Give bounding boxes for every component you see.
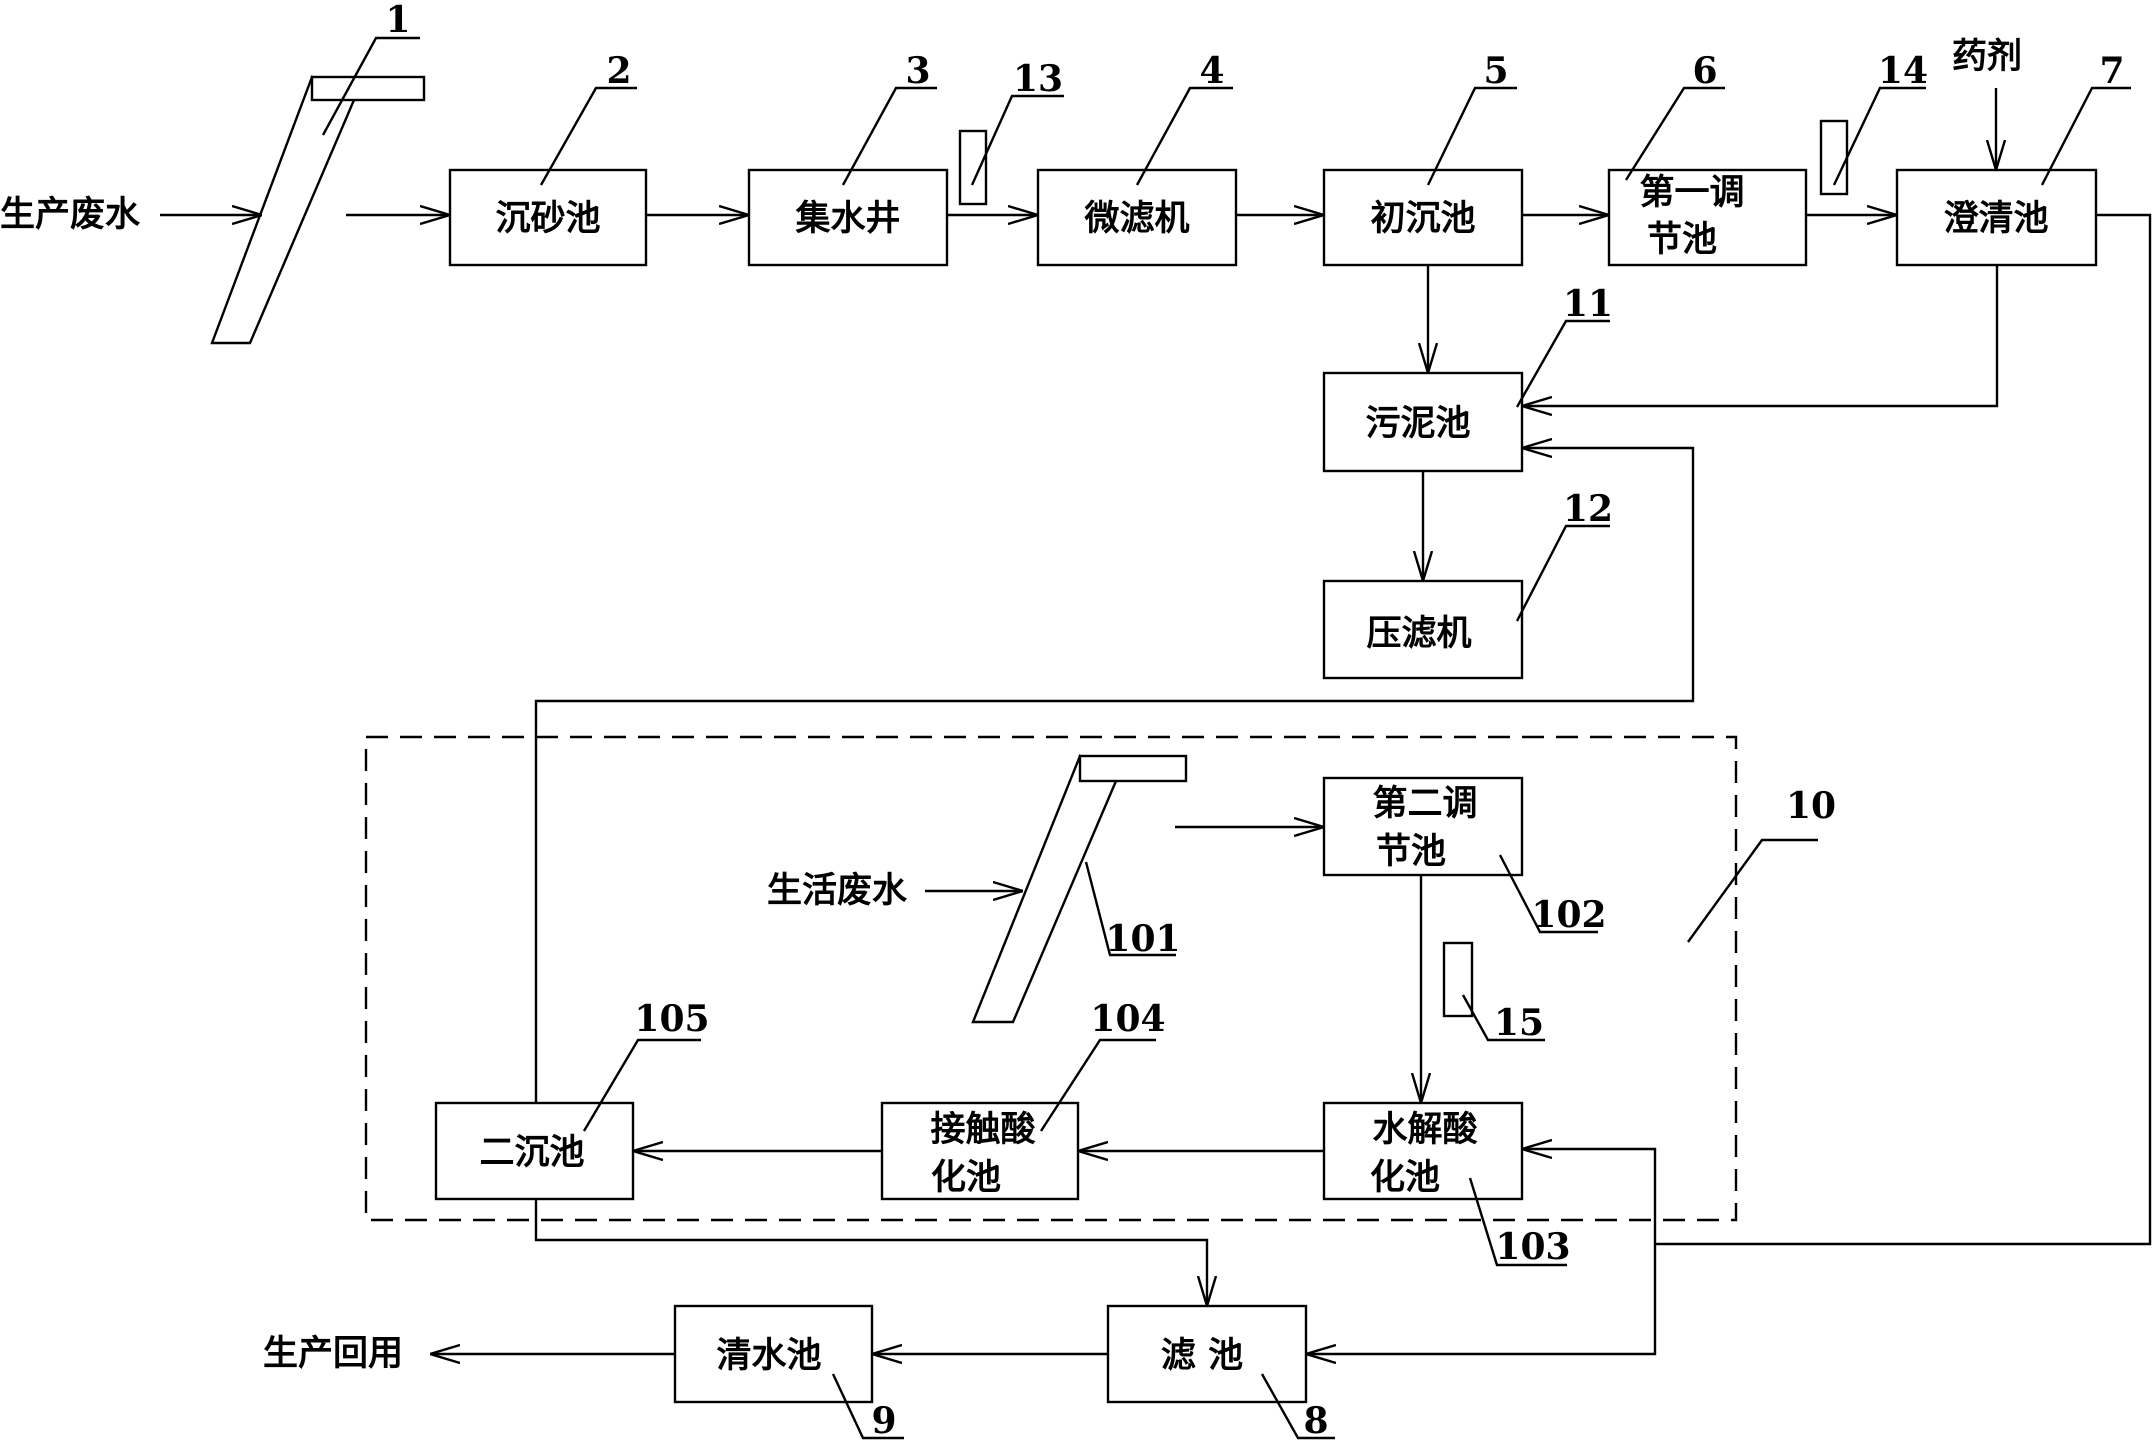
flow-secondary-to-filter — [534, 1199, 1207, 1306]
filter-tank-box — [1106, 1304, 1308, 1404]
ref-num-12: 12 — [1563, 488, 1613, 530]
production-reuse-label: 生产回用 — [263, 1334, 403, 1374]
microfilter-box — [1036, 168, 1238, 267]
microfilter-label: 微滤机 — [1083, 199, 1189, 239]
ref-num-4: 4 — [1199, 50, 1224, 92]
second-equalization-box — [1322, 776, 1524, 877]
domestic-wastewater-label: 生活废水 — [767, 871, 908, 911]
first-equalization-box — [1607, 168, 1808, 267]
ref-num-9: 9 — [871, 1400, 896, 1442]
domestic-system-boundary — [364, 735, 1738, 1222]
flow-to-filter-tank — [1306, 1244, 1657, 1354]
contact-oxidation-label-1: 接触酸 — [930, 1110, 1036, 1150]
secondary-settling-label: 二沉池 — [479, 1133, 584, 1173]
leader-lines — [321, 36, 2131, 1440]
ref-num-11: 11 — [1563, 283, 1613, 325]
flow-clarifier-to-filter — [1522, 1149, 1657, 1244]
first-equalization-label-2: 节池 — [1647, 220, 1717, 260]
ref-num-8: 8 — [1303, 1400, 1328, 1442]
screen-101 — [971, 754, 1188, 1024]
hydrolysis-acidification-box — [1322, 1101, 1524, 1201]
clear-water-tank-label: 清水池 — [716, 1336, 821, 1376]
instrument-13 — [958, 129, 988, 206]
grit-chamber-box — [448, 168, 648, 267]
chemical-agent-label: 药剂 — [1952, 37, 2022, 77]
ref-num-7: 7 — [2099, 50, 2124, 92]
second-equalization-label-1: 第二调 — [1372, 784, 1477, 824]
ref-num-103: 103 — [1495, 1226, 1570, 1268]
ref-num-3: 3 — [905, 50, 930, 92]
ref-num-10: 10 — [1786, 785, 1836, 827]
ref-num-102: 102 — [1531, 894, 1606, 936]
ref-num-13: 13 — [1013, 58, 1063, 100]
ref-num-104: 104 — [1090, 998, 1165, 1040]
collection-well-label: 集水井 — [794, 199, 900, 239]
clarifier-label: 澄清池 — [1943, 199, 2048, 239]
collection-well-box — [747, 168, 949, 267]
second-equalization-label-2: 节池 — [1376, 832, 1446, 872]
grit-chamber-label: 沉砂池 — [495, 199, 600, 239]
contact-oxidation-label-2: 化池 — [931, 1158, 1001, 1198]
filter-press-label: 压滤机 — [1366, 614, 1471, 654]
ref-num-101: 101 — [1105, 918, 1180, 960]
filter-tank-label: 滤 池 — [1161, 1336, 1243, 1376]
production-wastewater-label: 生产废水 — [0, 195, 141, 235]
hydrolysis-acidification-label-1: 水解酸 — [1372, 1110, 1478, 1150]
flow-clarifier-to-sludge — [1522, 265, 1999, 406]
ref-num-14: 14 — [1878, 50, 1928, 92]
primary-settling-box — [1322, 168, 1524, 267]
primary-settling-label: 初沉池 — [1370, 199, 1475, 239]
ref-num-15: 15 — [1494, 1002, 1544, 1044]
sludge-tank-label: 污泥池 — [1365, 404, 1470, 444]
flow-secondary-sludge-return — [534, 448, 1695, 1103]
ref-num-2: 2 — [606, 50, 631, 92]
flow-clarifier-overflow — [1655, 213, 2152, 1246]
first-equalization-label-1: 第一调 — [1639, 173, 1744, 213]
ref-num-105: 105 — [634, 998, 709, 1040]
hydrolysis-acidification-label-2: 化池 — [1370, 1158, 1440, 1198]
ref-num-1: 1 — [385, 0, 410, 41]
ref-num-6: 6 — [1692, 50, 1717, 92]
secondary-settling-box — [434, 1101, 635, 1201]
ref-num-5: 5 — [1483, 50, 1508, 92]
screen-1 — [210, 75, 426, 345]
